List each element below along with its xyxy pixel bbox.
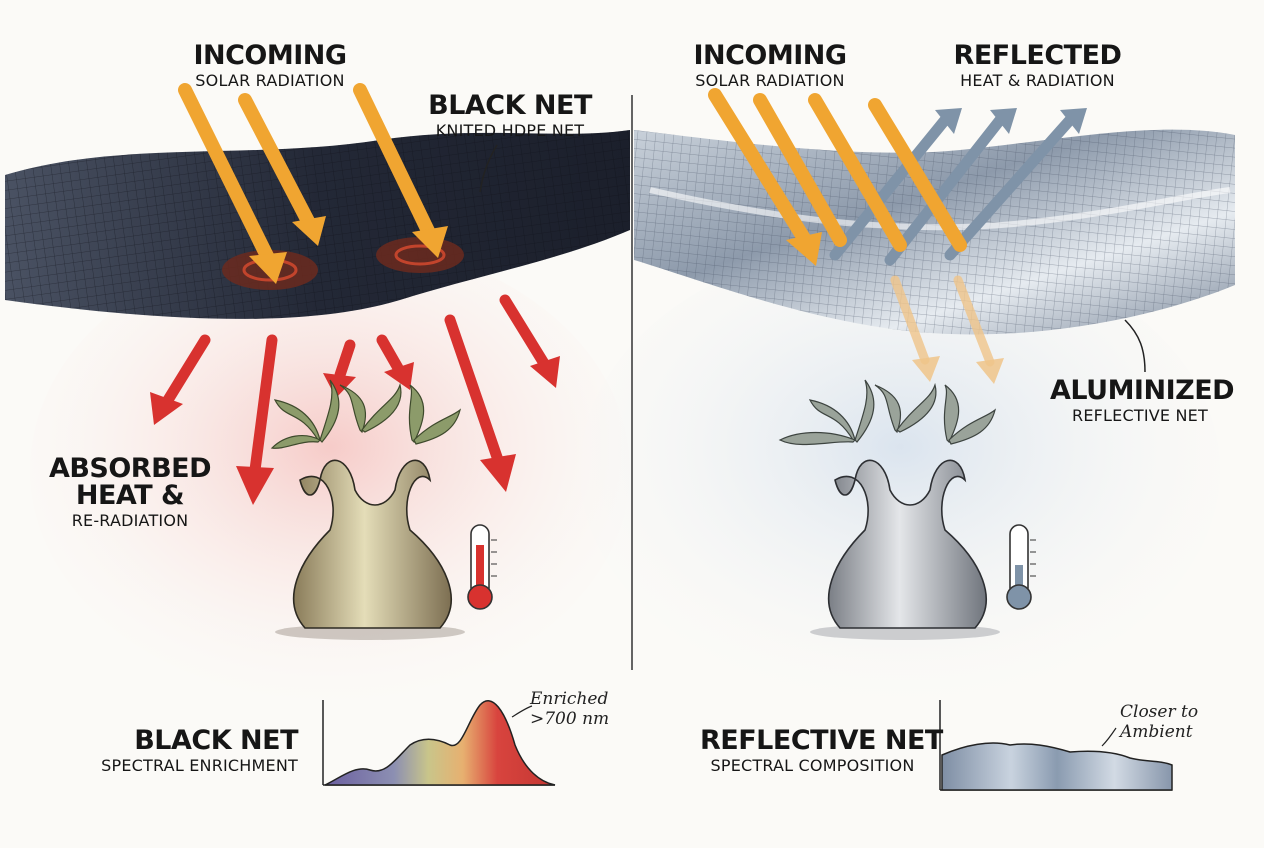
heat-arrows — [162, 294, 551, 476]
enriched-annotation: Enriched >700 nm — [530, 689, 610, 729]
annotation-line: Ambient — [1120, 721, 1193, 742]
spectrum-subtitle: SPECTRAL COMPOSITION — [710, 756, 915, 775]
reflected-arrows — [829, 114, 1076, 266]
black-net-subtitle: KNITED HDPE NET — [435, 121, 585, 140]
reflective-spectrum-label: REFLECTIVE NET SPECTRAL COMPOSITION — [700, 725, 943, 775]
absorbed-title-line1: ABSORBED — [48, 453, 212, 484]
arrow-head — [412, 226, 448, 258]
caudiciform-plant-icon — [270, 379, 465, 640]
spectrum-subtitle: SPECTRAL ENRICHMENT — [101, 756, 298, 775]
thermometer-cool-icon — [1006, 524, 1036, 610]
spectrum-title: REFLECTIVE NET — [700, 725, 943, 756]
incoming-subtitle: SOLAR RADIATION — [695, 71, 845, 90]
incoming-title: INCOMING — [193, 40, 347, 71]
absorbed-subtitle: RE-RADIATION — [71, 511, 189, 530]
absorbed-title-line2: HEAT & — [75, 480, 185, 511]
black-net-label: BLACK NET KNITED HDPE NET — [420, 92, 600, 139]
arrow-head — [249, 252, 287, 284]
incoming-arrows-right — [708, 88, 967, 252]
caudiciform-plant-icon — [778, 379, 1000, 640]
aluminized-title: ALUMINIZED — [1050, 375, 1235, 406]
aluminized-net — [634, 129, 1235, 335]
reflected-title: REFLECTED — [953, 40, 1122, 71]
incoming-label-right: INCOMING SOLAR RADIATION — [680, 42, 860, 89]
spectrum-title: BLACK NET — [134, 725, 298, 756]
incoming-title: INCOMING — [693, 40, 847, 71]
ambient-annotation: Closer to Ambient — [1120, 702, 1199, 742]
black-net-title: BLACK NET — [428, 90, 592, 121]
annotation-line: Enriched — [530, 689, 609, 709]
absorbed-heat-label: ABSORBED HEAT & RE-RADIATION — [40, 455, 220, 529]
leader-line — [1124, 319, 1146, 373]
cool-glow — [580, 240, 1220, 700]
leader-line — [479, 144, 498, 193]
black-net-spectrum-label: BLACK NET SPECTRAL ENRICHMENT — [90, 727, 298, 774]
aluminized-net-label: ALUMINIZED REFLECTIVE NET — [1050, 375, 1235, 425]
heat-spot — [376, 237, 464, 273]
incoming-arrows-left — [178, 83, 437, 265]
spectrum-chart-black-net — [322, 700, 556, 786]
annotation-line: Closer to — [1120, 702, 1199, 722]
spectrum-chart-reflective-net — [939, 700, 1173, 791]
reflected-label: REFLECTED HEAT & RADIATION — [945, 42, 1130, 89]
thermometer-hot-icon — [467, 524, 497, 610]
aluminized-subtitle: REFLECTIVE NET — [1072, 406, 1208, 425]
incoming-subtitle: SOLAR RADIATION — [195, 71, 345, 90]
arrow-head — [292, 216, 326, 246]
reflected-subtitle: HEAT & RADIATION — [960, 71, 1115, 90]
incoming-label-left: INCOMING SOLAR RADIATION — [180, 42, 360, 89]
annotation-line: >700 nm — [530, 708, 610, 729]
